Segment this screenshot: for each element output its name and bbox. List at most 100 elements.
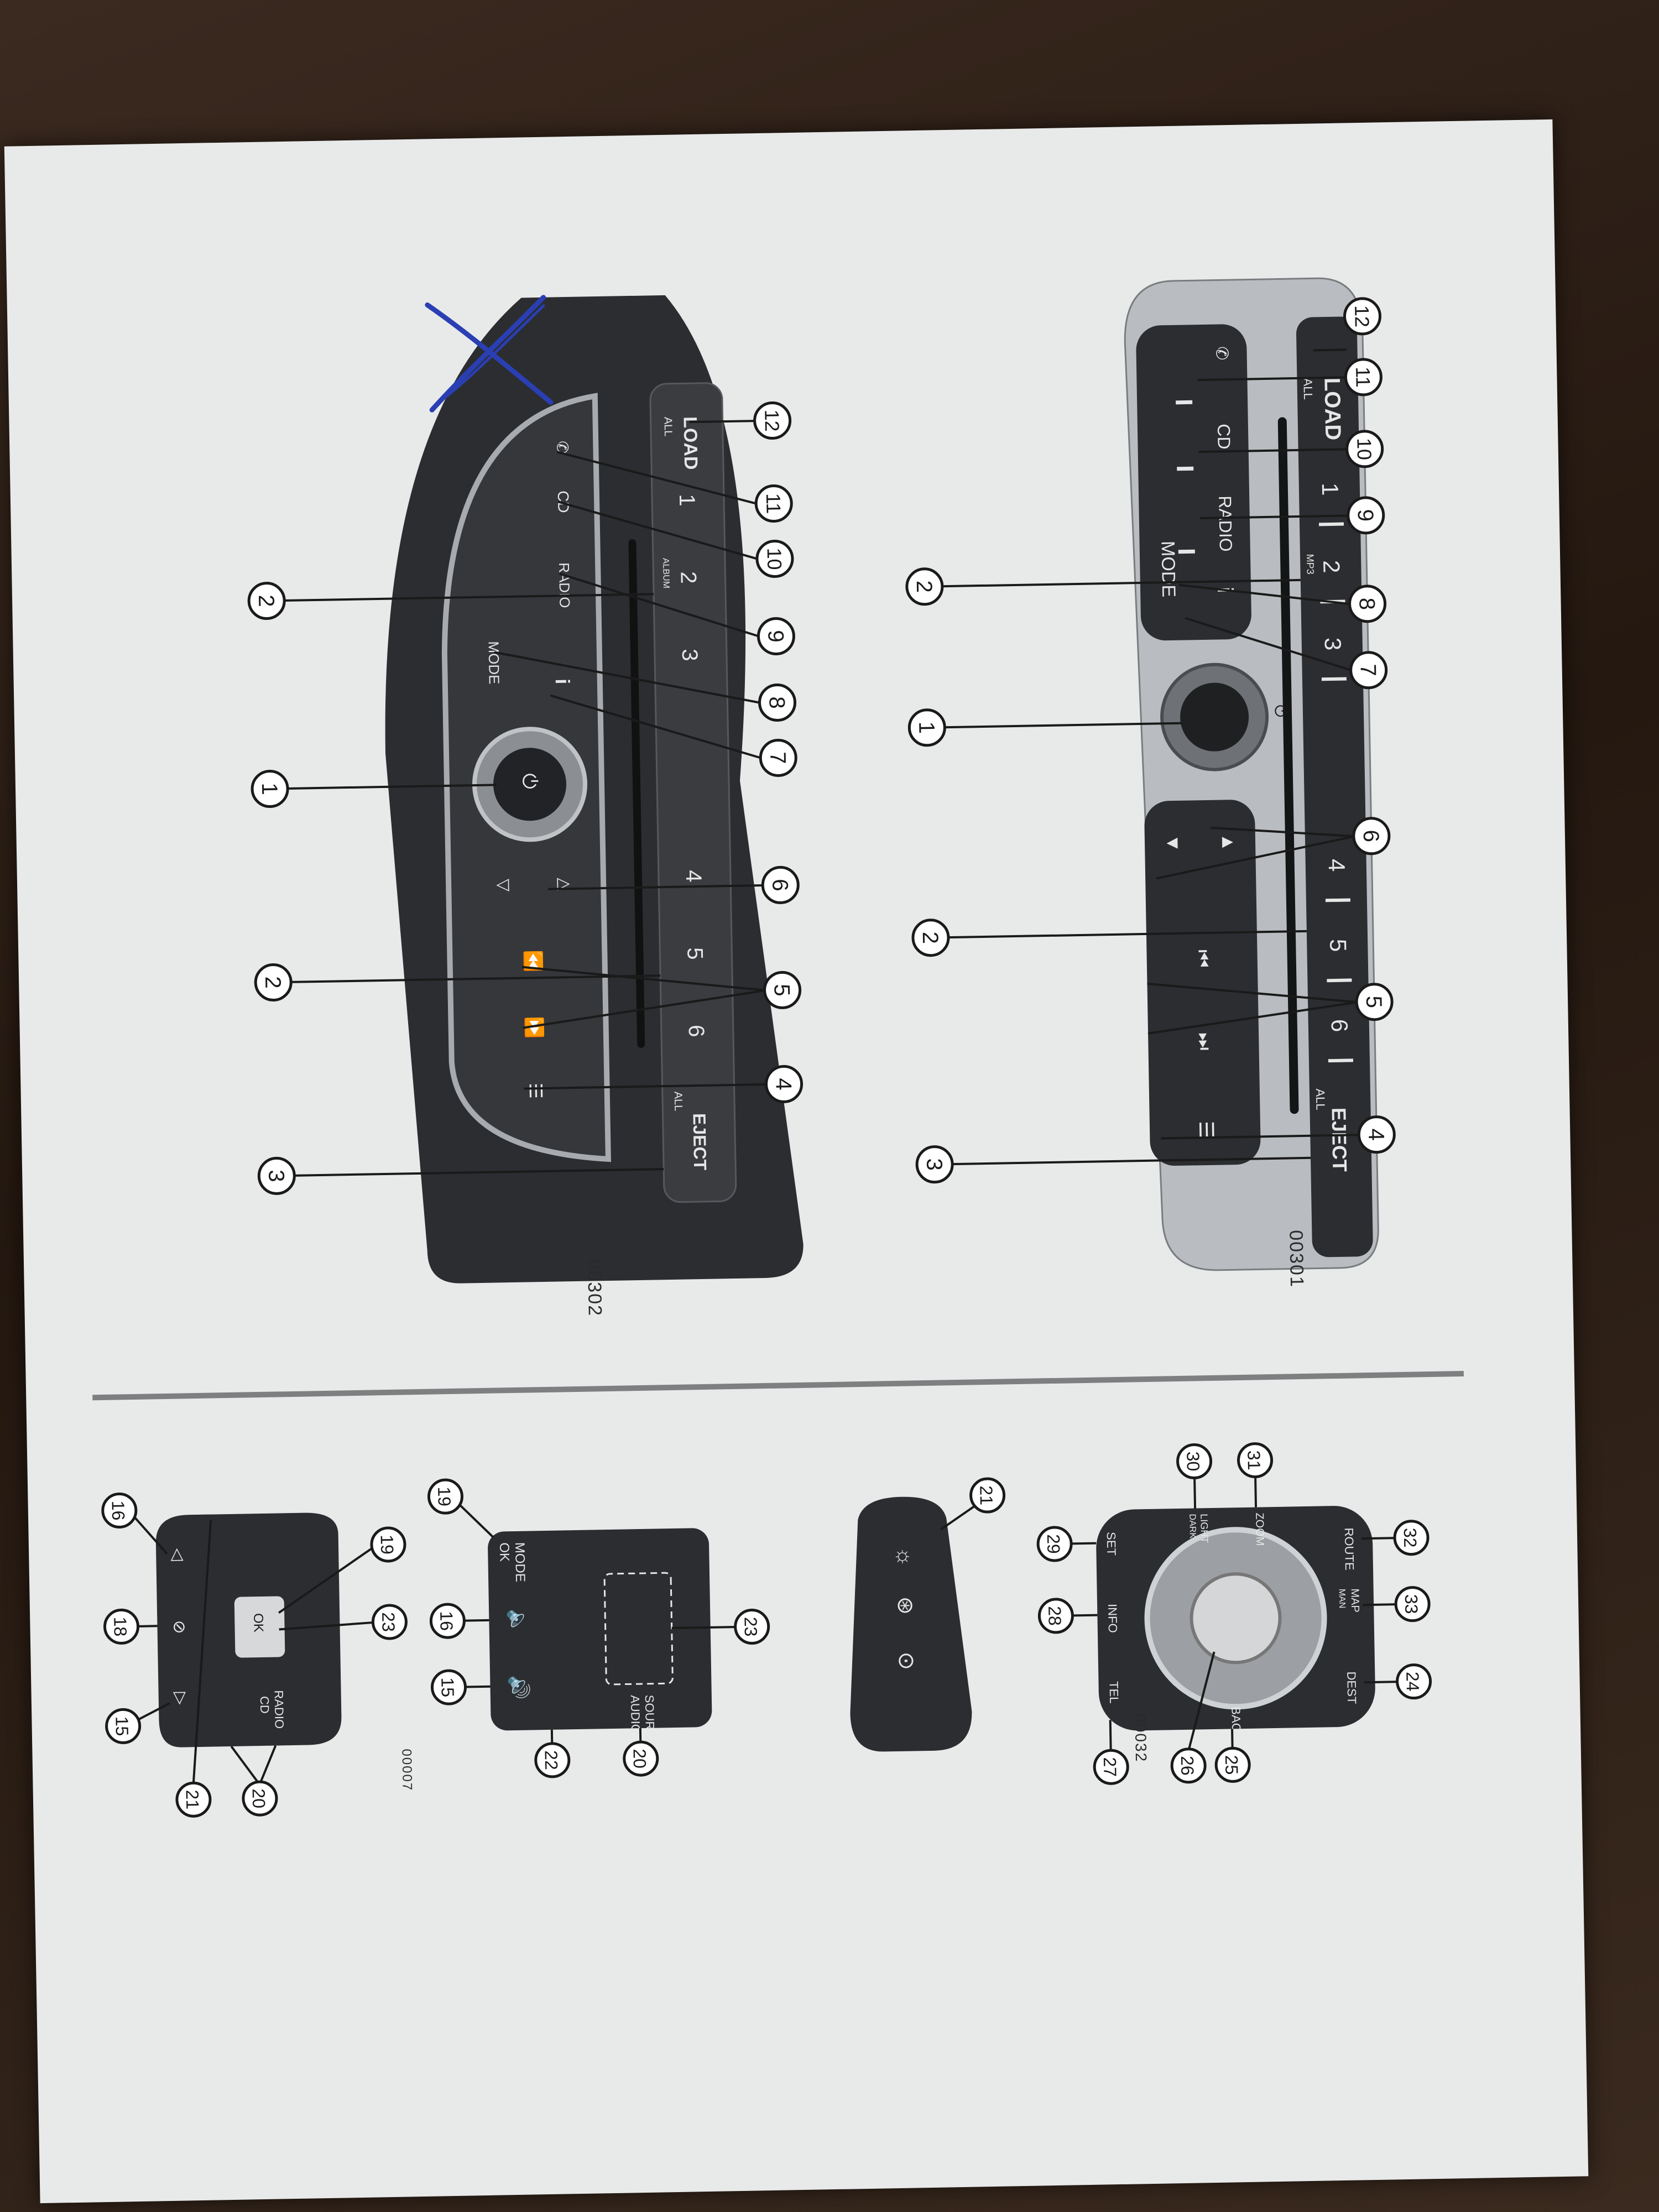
eject-button[interactable]: EJECT [689,1113,710,1171]
svg-text:21: 21 [976,1485,997,1505]
svg-text:23: 23 [740,1616,761,1636]
preset-1-button[interactable]: 1 [1317,483,1343,496]
manual-page: ⏻ LOAD ALL 1 2 MP3 3 4 5 6 ALL EJECT [4,119,1589,2204]
preset-5-button[interactable]: 5 [682,947,707,960]
callout-8: 8 [758,683,797,722]
svg-text:5: 5 [769,984,794,997]
callout-7: 7 [1349,651,1388,690]
svg-text:9: 9 [1353,509,1378,521]
svg-text:4: 4 [1364,1128,1388,1141]
preset-2-button[interactable]: 2 [1318,560,1344,573]
down-arrow-icon[interactable]: ▽ [494,879,513,892]
callout-28: 28 [1037,1598,1074,1634]
light-button[interactable]: LIGHT [1198,1514,1210,1543]
route-button[interactable]: ROUTE [1342,1527,1357,1570]
load-button[interactable]: LOAD [1319,377,1345,440]
info-button[interactable]: INFO [1105,1604,1120,1633]
callout-6: 6 [761,865,800,904]
all-label-bottom: ALL [672,1092,685,1112]
callout-12: 12 [1343,297,1381,336]
phone-icon[interactable]: ✆ [1212,346,1230,361]
callout-23: 23 [734,1609,770,1645]
callout-2a: 2 [905,567,944,606]
preset-4-button[interactable]: 4 [681,870,706,883]
down-arrow-icon[interactable]: ▼ [1162,834,1184,853]
svg-text:29: 29 [1044,1534,1064,1554]
svg-text:25: 25 [1222,1755,1242,1775]
cd-button[interactable]: CD [555,491,572,513]
preset-3-button[interactable]: 3 [677,649,702,661]
preset-5-button[interactable]: 5 [1325,938,1351,952]
preset-4-button[interactable]: 4 [1324,858,1350,872]
audio-label: AUDIO [628,1695,643,1734]
cd-label: CD [258,1696,272,1714]
svg-text:19: 19 [377,1535,398,1554]
ok-label: OK [251,1613,266,1632]
nav-controller-diagram: ROUTE MAP MAN DEST BACK TEL INFO SET LIG… [1034,1438,1438,1787]
figure-code-00007: 00007 [399,1749,415,1792]
all-label-top: ALL [1301,378,1315,400]
svg-text:10: 10 [763,547,786,570]
dest-button[interactable]: DEST [1344,1671,1359,1704]
svg-text:32: 32 [1400,1528,1421,1548]
mode-button[interactable]: MODE [486,641,503,685]
scroll-wheel[interactable] [234,1596,285,1658]
phone-icon[interactable]: ✆ [554,441,571,454]
volume-down-icon[interactable]: 🔈 [506,1609,530,1634]
power-knob[interactable] [493,747,567,821]
zoom-button[interactable]: ZOOM [1253,1512,1266,1546]
steering-controls-diagram: OK RADIO CD ◁ ⊘ ▷ 19 23 20 21 16 18 [99,1455,415,1820]
up-arrow-icon[interactable]: △ [555,878,573,891]
power-icon: ⏻ [1272,705,1289,717]
preset-6-button[interactable]: 6 [1327,1019,1353,1032]
set-button[interactable]: SET [1104,1532,1119,1556]
mode-button[interactable]: MODE [1157,541,1180,598]
callout-23: 23 [371,1604,408,1640]
ok-button[interactable]: OK [497,1542,512,1562]
callout-21: 21 [175,1781,212,1818]
callout-27: 27 [1093,1749,1129,1785]
skip-forward-icon[interactable]: ⏭ [1193,1032,1217,1051]
map-button[interactable]: MAP [1349,1588,1361,1613]
controller-joystick[interactable] [1190,1572,1282,1665]
tel-button[interactable]: TEL [1107,1681,1121,1704]
up-arrow-icon[interactable]: ▲ [1218,833,1239,852]
svg-text:8: 8 [1354,597,1379,610]
eject-button[interactable]: EJECT [1327,1108,1351,1172]
volume-up-icon[interactable]: ▷ [171,1692,190,1705]
svg-text:28: 28 [1045,1606,1065,1626]
callout-33: 33 [1394,1586,1431,1623]
preset-3-button[interactable]: 3 [1320,638,1346,651]
svg-text:30: 30 [1183,1451,1203,1471]
volume-up-icon[interactable]: 🔊 [507,1675,531,1700]
callout-11: 11 [754,484,793,523]
callout-21: 21 [969,1477,1006,1514]
mute-icon[interactable]: ⊘ [170,1620,188,1634]
callout-15: 15 [431,1669,467,1705]
preset-6-button[interactable]: 6 [684,1025,708,1037]
skip-back-icon[interactable]: ⏮ [1192,950,1215,968]
rear-fog-icon: ⊙ [894,1651,919,1670]
callout-31: 31 [1237,1442,1274,1479]
radio-button[interactable]: RADIO [556,562,573,608]
preset-strip [1296,316,1373,1258]
cd-button[interactable]: CD [1214,424,1234,450]
volume-knob[interactable] [1180,682,1249,752]
info-button[interactable]: i [551,679,574,685]
svg-text:3: 3 [922,1158,946,1171]
callout-32: 32 [1393,1520,1430,1556]
load-button[interactable]: LOAD [679,416,701,470]
svg-text:1: 1 [914,721,938,734]
radio-button[interactable]: RADIO [1215,495,1236,552]
mode-button[interactable]: MODE [512,1542,528,1582]
stalk-body[interactable] [847,1496,973,1752]
preset-1-button[interactable]: 1 [675,494,699,507]
list-icon[interactable]: ☰ [525,1083,545,1099]
list-icon[interactable]: ☰ [1195,1121,1218,1139]
svg-text:2: 2 [912,580,936,593]
svg-text:23: 23 [378,1612,399,1632]
svg-text:7: 7 [1355,664,1380,676]
preset-2-button[interactable]: 2 [676,571,700,584]
volume-down-icon[interactable]: ◁ [169,1548,187,1561]
album-label: ALBUM [661,558,671,588]
